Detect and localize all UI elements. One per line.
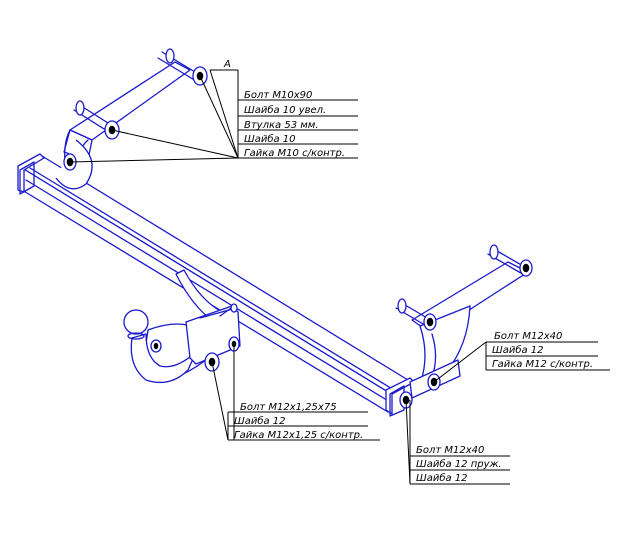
callout-top-line-3: Втулка 53 мм. xyxy=(244,120,319,131)
callout-right-line-2: Шайба 12 xyxy=(492,344,544,356)
callout-middle-line-3: Гайка М12х1,25 с/контр. xyxy=(234,430,363,441)
tow-hitch xyxy=(123,269,241,384)
callout-top-line-2: Шайба 10 увел. xyxy=(244,104,326,116)
callout-bottom-line-2: Шайба 12 пруж. xyxy=(416,458,502,470)
callout-bottom-line-1: Болт М12х40 xyxy=(416,445,484,456)
callout-right-line-1: Болт М12х40 xyxy=(494,331,562,342)
callout-top: А Болт М10х90 Шайба 10 увел. Втулка 53 м… xyxy=(223,59,358,159)
callout-top-line-4: Шайба 10 xyxy=(244,133,296,145)
right-mounting-bracket xyxy=(395,244,533,409)
callout-middle: Болт М12х1,25х75 Шайба 12 Гайка М12х1,25… xyxy=(227,402,380,441)
callout-right: Болт М12х40 Шайба 12 Гайка М12 с/контр. xyxy=(486,331,610,371)
leader-lines xyxy=(69,69,487,485)
callout-middle-line-2: Шайба 12 xyxy=(234,415,286,427)
callout-top-line-1: Болт М10х90 xyxy=(244,90,312,101)
callout-right-line-3: Гайка М12 с/контр. xyxy=(492,359,593,370)
callout-top-line-5: Гайка М10 с/контр. xyxy=(244,148,345,159)
cross-beam xyxy=(17,153,415,417)
callout-top-letter: А xyxy=(223,59,231,70)
callout-bottom: Болт М12х40 Шайба 12 пруж. Шайба 12 xyxy=(409,400,510,485)
left-mounting-bracket xyxy=(55,48,208,190)
callout-bottom-line-3: Шайба 12 xyxy=(416,472,468,484)
callout-middle-line-1: Болт М12х1,25х75 xyxy=(240,402,337,413)
